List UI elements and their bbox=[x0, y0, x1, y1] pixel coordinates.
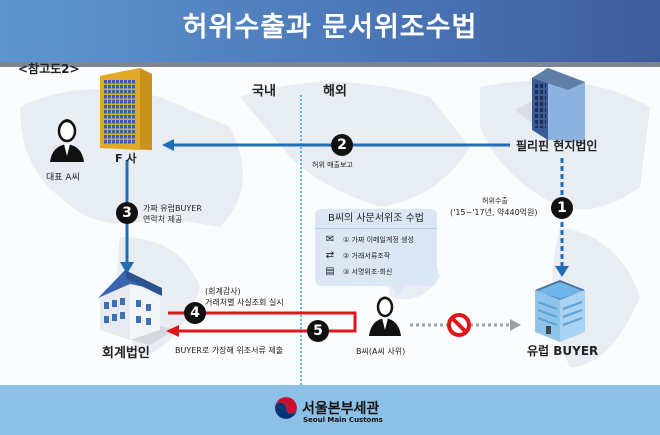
ceo-label: 대표 A씨 bbox=[46, 173, 80, 183]
method-item: ① 가짜 이메일계정 생성 bbox=[343, 236, 414, 244]
step-1-badge: 1 bbox=[551, 197, 573, 219]
step-2-text: 허위 매출보고 bbox=[312, 161, 353, 169]
callout-tail bbox=[390, 284, 408, 296]
page-title: 허위수출과 문서위조수법 bbox=[0, 0, 660, 62]
method-item: ③ 서명위조·회신 bbox=[343, 268, 393, 276]
f-company-building-icon bbox=[100, 68, 152, 150]
step-1-subtext: ('15~'17년, 약440억원) bbox=[450, 208, 538, 217]
person-b-label: B씨(A씨 사위) bbox=[356, 347, 406, 356]
envelope-icon: ✉ bbox=[325, 234, 335, 245]
step-4-badge: 4 bbox=[184, 302, 206, 324]
document-sign-icon: ▤ bbox=[325, 266, 335, 277]
arrow-step-4-5 bbox=[166, 311, 357, 337]
footer bbox=[0, 385, 660, 435]
step-4-text: (회계감사) bbox=[205, 287, 241, 296]
step-1-text: 허위수출 bbox=[482, 197, 508, 205]
overseas-label: 해외 bbox=[323, 84, 347, 99]
footer-org-en: Seoul Main Customs bbox=[303, 416, 383, 424]
step-3-text: 가짜 유럽BUYER bbox=[143, 204, 202, 213]
method-item: ② 거래서류조작 bbox=[343, 252, 391, 260]
header-divider bbox=[0, 62, 660, 67]
customs-logo-icon bbox=[275, 397, 297, 419]
domestic-label: 국내 bbox=[252, 84, 276, 99]
europe-buyer-building-icon bbox=[535, 280, 585, 342]
arrow-step-1 bbox=[555, 158, 569, 277]
border-divider bbox=[300, 95, 302, 385]
step-5-badge: 5 bbox=[307, 320, 329, 342]
accounting-firm-building-icon bbox=[98, 270, 175, 345]
accounting-label: 회계법인 bbox=[102, 346, 150, 361]
step-5-text: BUYER로 가장해 위조서류 제출 bbox=[175, 346, 284, 355]
prohibited-icon bbox=[447, 313, 471, 337]
footer-org-ko: 서울본부세관 bbox=[302, 401, 380, 417]
europe-buyer-label: 유럽 BUYER bbox=[527, 344, 599, 358]
philippines-building-icon bbox=[515, 68, 585, 142]
document-swap-icon: ⇄ bbox=[325, 250, 335, 261]
forgery-method-title: B씨의 사문서위조 수법 bbox=[315, 209, 437, 229]
step-3-subtext: 연락처 제공 bbox=[143, 215, 183, 224]
step-3-badge: 3 bbox=[116, 202, 138, 224]
philippines-label: 필리핀 현지법인 bbox=[516, 139, 598, 153]
ceo-person-icon bbox=[50, 119, 84, 162]
step-4-subtext: 거래처별 사실조회 실시 bbox=[205, 298, 284, 307]
person-b-icon bbox=[369, 296, 401, 336]
step-2-badge: 2 bbox=[331, 134, 353, 156]
figure-label: <참고도2> bbox=[18, 62, 80, 76]
forgery-method-box: B씨의 사문서위조 수법 ✉ ① 가짜 이메일계정 생성 ⇄ ② 거래서류조작 ▤ ③… bbox=[315, 209, 437, 286]
f-company-label: F 사 bbox=[115, 152, 137, 165]
